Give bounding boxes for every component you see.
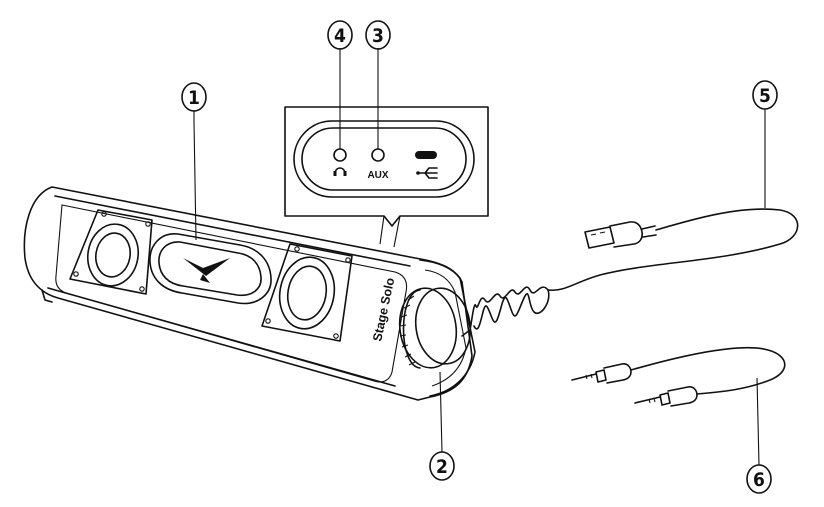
callout-3: 3: [366, 21, 390, 149]
aux-label: AUX: [367, 170, 388, 181]
callout-2-number: 2: [436, 456, 448, 478]
aux-audio-cable: [572, 348, 785, 406]
callout-3-number: 3: [372, 25, 384, 47]
brand-label: Stage Solo: [370, 276, 397, 342]
callout-5: 5: [753, 81, 777, 208]
callout-6-number: 6: [753, 469, 765, 491]
headphone-icon: [334, 168, 347, 176]
left-speaker: [70, 210, 152, 294]
right-speaker: [262, 244, 352, 341]
callout-5-number: 5: [759, 85, 771, 107]
aux-port: [372, 149, 384, 161]
usb-cable: [462, 209, 798, 336]
speaker-logo-grille: [150, 234, 271, 304]
callout-4-number: 4: [334, 25, 346, 47]
callout-6: 6: [747, 378, 771, 493]
callout-1-number: 1: [188, 87, 200, 109]
usb-port: [415, 151, 437, 159]
port-panel: AUX: [285, 107, 488, 247]
callout-4: 4: [328, 21, 352, 149]
headphone-port: [334, 149, 346, 161]
usb-icon: [416, 168, 437, 178]
